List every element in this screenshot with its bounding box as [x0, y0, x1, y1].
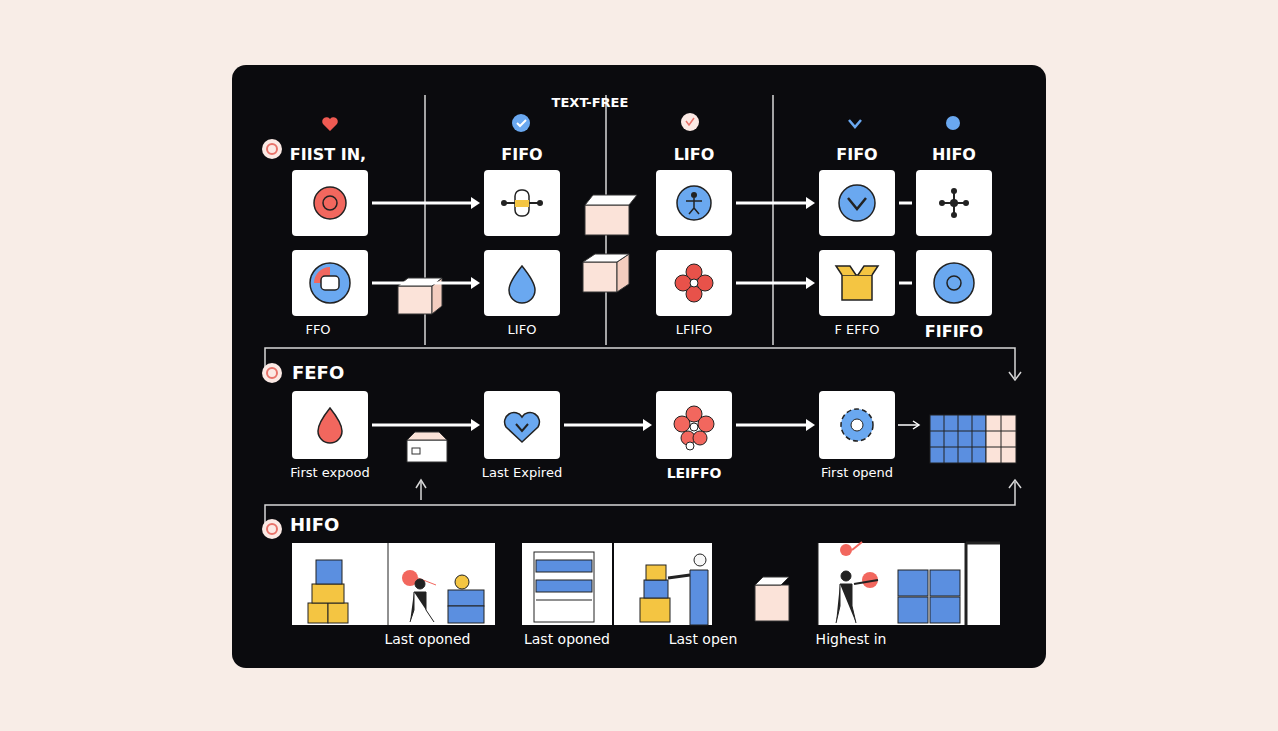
process-box: First expood	[292, 391, 368, 459]
panel	[232, 65, 1046, 668]
arrow-head	[471, 419, 480, 431]
arrow-head	[806, 197, 815, 209]
process-box: LFIFO	[656, 250, 732, 316]
process-box: First opend	[819, 391, 895, 459]
flow-line	[899, 282, 912, 285]
column-heading: FIIST IN,	[290, 145, 366, 164]
divider-lines	[265, 95, 1021, 528]
process-box: FIIST IN,	[292, 170, 368, 236]
process-box: LIFO	[656, 170, 732, 236]
box-label: First opend	[821, 465, 893, 480]
flow-arrow	[372, 197, 480, 209]
process-box: HIFO	[916, 170, 992, 236]
flow-arrow	[736, 277, 815, 289]
warehouse-scenes	[308, 542, 1000, 625]
section-heading: HIFO	[290, 514, 339, 535]
column-heading: FIFO	[501, 145, 542, 164]
flow-line	[372, 282, 474, 285]
box-icons	[314, 185, 969, 221]
section-heading: FEFO	[292, 362, 344, 383]
flow-arrow	[372, 277, 480, 289]
box-label: LFIFO	[676, 322, 712, 337]
flow-arrow	[736, 419, 815, 431]
process-box: FIFO	[484, 170, 560, 236]
row-markers	[262, 139, 282, 539]
flow-arrow	[736, 197, 815, 209]
arrow-head	[471, 277, 480, 289]
title-note: TEXT-FREE	[552, 95, 629, 110]
process-box: Last oponed	[292, 543, 495, 625]
box-label: Last oponed	[384, 631, 470, 647]
flow-line	[736, 282, 809, 285]
process-box: FIFIFO	[916, 250, 992, 316]
box-label: Highest in	[816, 631, 887, 647]
flow-line	[372, 202, 474, 205]
flow-arrow	[899, 283, 912, 284]
box-label: FFO	[305, 322, 330, 337]
column-heading: HIFO	[932, 145, 976, 164]
grid-illustration	[898, 415, 1016, 463]
process-box: Last oponed	[522, 543, 612, 625]
arrow-head	[471, 197, 480, 209]
box-grounds	[292, 170, 1000, 625]
box-label: LEIFFO	[667, 465, 722, 481]
arrow-head	[643, 419, 652, 431]
box-label: Last oponed	[524, 631, 610, 647]
process-box: Highest in	[818, 543, 1000, 625]
box-label: FIFIFO	[925, 322, 983, 341]
process-box: LEIFFO	[656, 391, 732, 459]
column-heading: LIFO	[674, 145, 715, 164]
arrow-head	[806, 277, 815, 289]
flow-arrow	[372, 419, 480, 431]
box-label: F EFFO	[834, 322, 879, 337]
box-icons	[318, 406, 873, 450]
box-label: LIFO	[508, 322, 537, 337]
process-box: Last Expired	[484, 391, 560, 459]
process-box: FIFO	[819, 170, 895, 236]
flow-line	[372, 424, 474, 427]
process-box: LIFO	[484, 250, 560, 316]
box-label: Last Expired	[482, 465, 562, 480]
flow-arrow	[564, 419, 652, 431]
flow-line	[736, 202, 809, 205]
flow-line	[736, 424, 809, 427]
arrow-head	[806, 419, 815, 431]
box-label: First expood	[290, 465, 369, 480]
box-label: Last open	[669, 631, 738, 647]
package-icons	[398, 195, 789, 621]
header-icons	[322, 113, 960, 132]
process-box: Last open	[614, 543, 712, 625]
flow-arrow	[899, 203, 912, 204]
flow-line	[564, 424, 646, 427]
process-box: F EFFO	[819, 250, 895, 316]
column-heading: FIFO	[836, 145, 877, 164]
flow-line	[899, 202, 912, 205]
process-box: FFO	[292, 250, 368, 316]
